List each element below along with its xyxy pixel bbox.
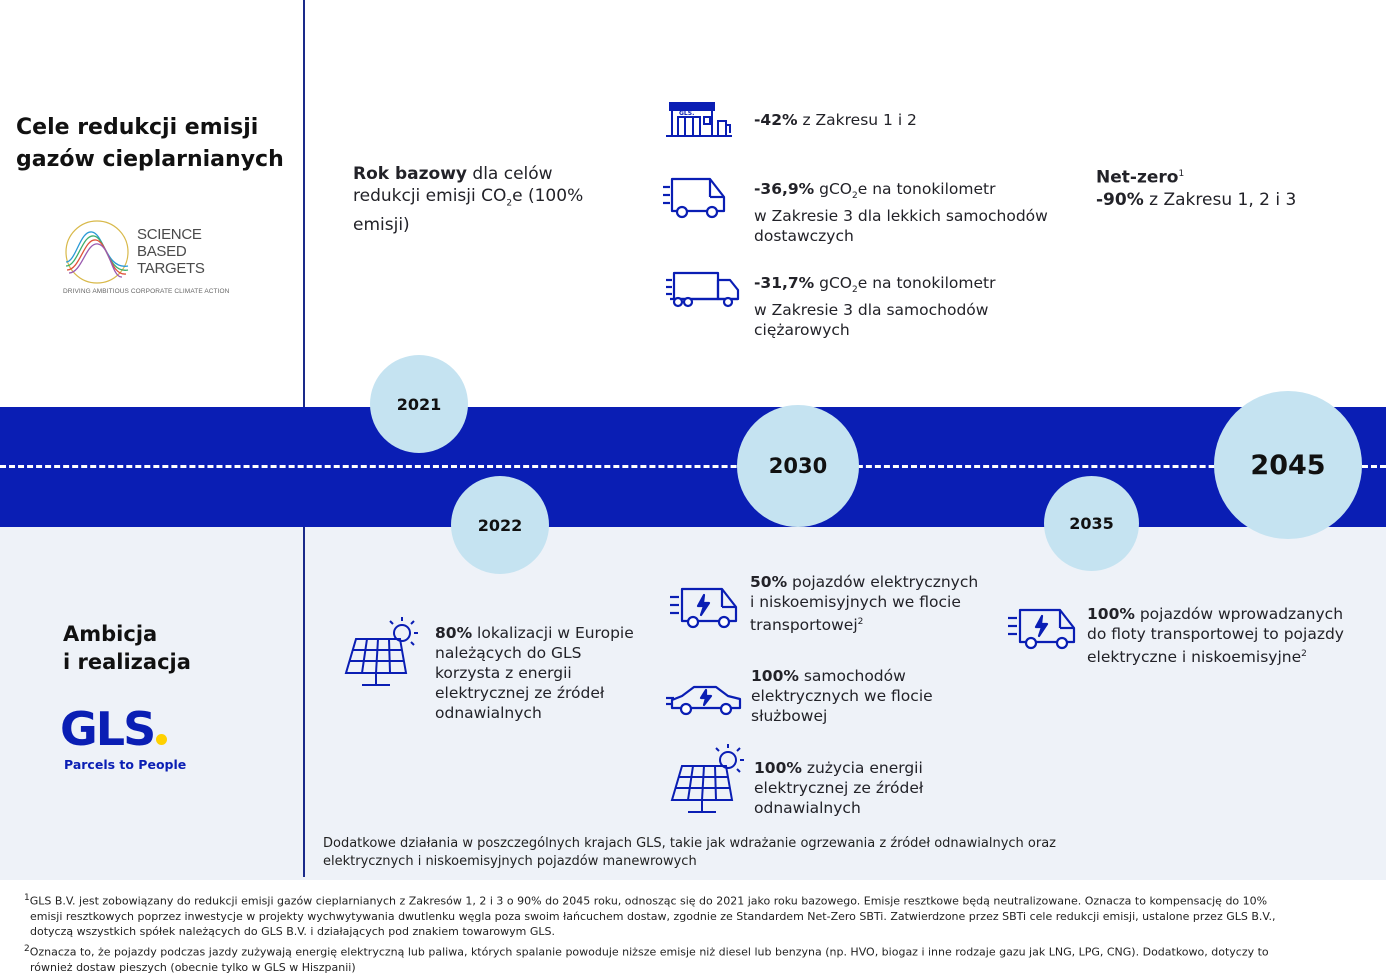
electric-car-icon [666,682,744,718]
upper-divider-line [303,0,305,407]
action-2022-renewable-locations-text: 80% lokalizacji w Europie należących do … [435,624,634,722]
target-trucks-text: -31,7% gCO2e na tonokilometr w Zakresie … [754,274,996,340]
sbt-logo-mark-icon [62,218,132,286]
year-2030-circle: 2030 [737,405,859,527]
gls-logo: GLS [60,704,168,754]
solar-panel-icon [668,742,746,818]
sbt-logo-text: SCIENCE BASED TARGETS [137,226,205,277]
action-2030-electric-fleet-text: 50% pojazdów elektrycznych i niskoemisyj… [750,573,979,635]
truck-icon [664,270,742,310]
target-light-vans-text: -36,9% gCO2e na tonokilometr w Zakresie … [754,180,1048,246]
page-title: Cele redukcji emisji gazów cieplarnianyc… [16,115,284,172]
sbt-tagline: DRIVING AMBITIOUS CORPORATE CLIMATE ACTI… [63,288,230,295]
delivery-van-icon [662,175,732,219]
year-2035-circle: 2035 [1044,476,1139,571]
year-2022-circle: 2022 [451,476,549,574]
road-center-dashes [0,465,1386,468]
footnote-1: 1GLS B.V. jest zobowiązany do redukcji e… [24,893,1276,938]
gls-slogan: Parcels to People [64,757,187,772]
year-2021-circle: 2021 [370,355,468,453]
additional-actions-note: Dodatkowe działania w poszczególnych kra… [323,836,1057,869]
lower-divider-line [303,527,305,877]
action-2030-renewable-energy-text: 100% zużycia energii elektrycznej ze źró… [754,759,924,817]
gls-depot-icon: GLS. [666,101,734,139]
action-2030-company-cars-text: 100% samochodów elektrycznych we flocie … [751,667,933,725]
electric-van-icon [1006,606,1080,652]
base-year-text: Rok bazowy dla celów redukcji emisji CO2… [353,164,584,236]
net-zero-target-text: Net-zero1 -90% z Zakresu 1, 2 i 3 [1096,167,1297,210]
target-scope12-text: -42% z Zakresu 1 i 2 [754,111,917,129]
ambition-title: Ambicja i realizacja [63,622,191,674]
gls-logo-dot [156,734,168,745]
solar-panel-icon [342,615,420,691]
footnote-2: 2Oznacza to, że pojazdy podczas jazdy zu… [24,944,1269,974]
electric-van-icon [668,585,742,631]
action-2035-new-vehicles-text: 100% pojazdów wprowadzanych do floty tra… [1087,605,1344,667]
svg-text:GLS.: GLS. [679,110,694,117]
year-2045-circle: 2045 [1214,391,1362,539]
lower-section-background [0,527,1386,880]
